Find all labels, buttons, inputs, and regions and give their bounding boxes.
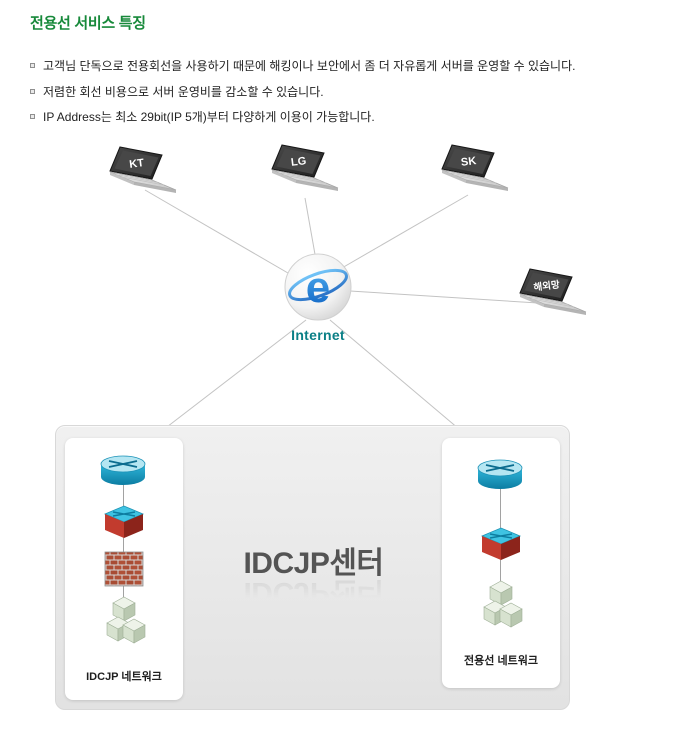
- laptop-screen-label: SK: [460, 155, 477, 169]
- firewall-icon: [104, 551, 144, 587]
- feature-list: 고객님 단독으로 전용회선을 사용하기 때문에 해킹이나 보안에서 좀 더 자유…: [30, 59, 655, 126]
- laptop-icon: LG: [271, 144, 339, 191]
- feature-text: IP Address는 최소 29bit(IP 5개)부터 다양하게 이용이 가…: [43, 110, 375, 125]
- kt-laptop-node: KT: [100, 146, 184, 207]
- laptop-icon: 해외망: [519, 268, 587, 315]
- datacenter-title-wrap: IDCJP센터 IDCJP센터: [186, 538, 441, 618]
- laptop-icon: SK: [441, 144, 509, 191]
- idcjp-network-panel: IDCJP 네트워크: [65, 438, 183, 700]
- internet-globe-icon: e: [284, 253, 352, 321]
- feature-text: 고객님 단독으로 전용회선을 사용하기 때문에 해킹이나 보안에서 좀 더 자유…: [43, 59, 576, 73]
- laptop-icon: KT: [109, 146, 177, 193]
- lg-laptop-node: LG: [262, 144, 346, 205]
- bullet-square-icon: [30, 63, 35, 68]
- feature-item: 고객님 단독으로 전용회선을 사용하기 때문에 해킹이나 보안에서 좀 더 자유…: [30, 59, 655, 75]
- sk-laptop-node: SK: [432, 144, 516, 205]
- switch-icon: [480, 527, 522, 560]
- laptop-screen-label: 해외망: [533, 278, 561, 293]
- datacenter-title: IDCJP센터: [243, 547, 384, 580]
- switch-icon: [103, 505, 145, 538]
- laptop-screen-label: KT: [129, 157, 145, 171]
- idcjp-network-label: IDCJP 네트워크: [86, 671, 162, 683]
- router-icon: [477, 459, 523, 489]
- connector-group: [144, 189, 539, 441]
- ie-e-glyph: e: [306, 263, 330, 312]
- bullet-square-icon: [30, 114, 35, 120]
- router-icon: [100, 455, 146, 485]
- server-icon: [106, 596, 146, 644]
- bullet-square-icon: [30, 88, 35, 94]
- datacenter-box: IDCJP 네트워크 IDCJP센터 IDCJP센터: [55, 425, 570, 710]
- leased-line-network-panel: 전용선 네트워크: [442, 438, 560, 688]
- page-title: 전용선 서비스 특징: [30, 15, 146, 32]
- internet-label: Internet: [291, 327, 345, 343]
- leased-line-network-label: 전용선 네트워크: [464, 655, 538, 667]
- overseas-laptop-node: 해외망: [510, 268, 594, 329]
- feature-item: 저렴한 회선 비용으로 서버 운영비를 감소할 수 있습니다.: [30, 85, 655, 101]
- header: 전용선 서비스 특징 고객님 단독으로 전용회선을 사용하기 때문에 해킹이나 …: [30, 12, 655, 136]
- feature-text: 저렴한 회선 비용으로 서버 운영비를 감소할 수 있습니다.: [43, 84, 324, 99]
- server-icon: [483, 580, 523, 628]
- laptop-screen-label: LG: [290, 155, 307, 169]
- datacenter-title-reflection: IDCJP센터: [243, 576, 384, 609]
- internet-node: e Internet: [272, 253, 364, 343]
- feature-item: IP Address는 최소 29bit(IP 5개)부터 다양하게 이용이 가…: [30, 110, 655, 126]
